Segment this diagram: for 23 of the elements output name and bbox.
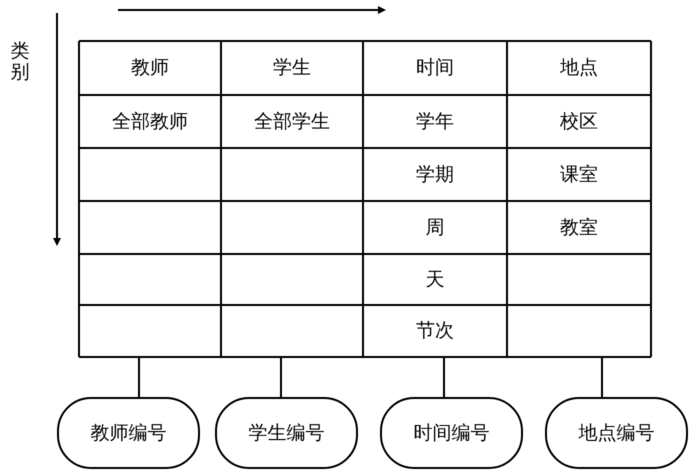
table-entry: 课室 [560, 164, 598, 185]
node-text: 教师编号 [90, 421, 166, 446]
node-text: 学生编号 [248, 421, 324, 446]
table-entry: 教室 [560, 217, 598, 238]
table-entry: 周 [426, 217, 444, 238]
column-heading: 时间 [416, 58, 454, 78]
axis-label: 类别 [10, 41, 30, 83]
leader-line [443, 357, 445, 397]
table-entry: 节次 [416, 320, 454, 342]
node-text: 时间编号 [414, 421, 490, 446]
column-heading: 教师 [131, 58, 169, 78]
table-entry: 全部学生 [254, 111, 330, 132]
table-entry: 全部教师 [112, 111, 188, 132]
table-entry: 天 [426, 269, 444, 290]
node-text: 地点编号 [578, 421, 654, 446]
table-entry: 学期 [416, 164, 454, 185]
table-entry: 校区 [560, 111, 598, 132]
column-heading: 学生 [273, 58, 311, 78]
leader-line [601, 357, 603, 397]
column-heading: 地点 [560, 58, 598, 78]
table-entry: 学年 [416, 111, 454, 132]
leader-line [280, 357, 282, 397]
leader-line [138, 357, 140, 397]
